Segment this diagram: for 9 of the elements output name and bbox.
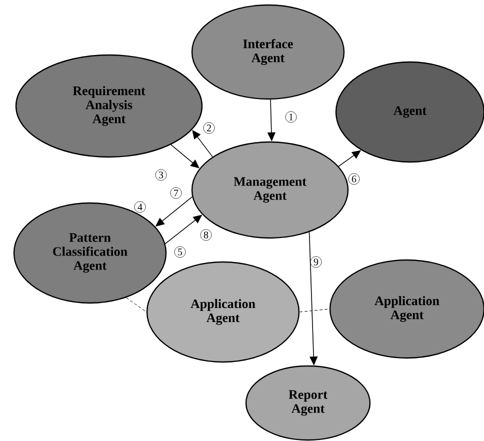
edge-label: 2: [203, 122, 215, 134]
edge-label: 6: [348, 173, 360, 185]
step-number: 8: [200, 229, 212, 241]
edge-label: 4: [134, 201, 146, 213]
edge-label: 5: [174, 246, 186, 258]
edge-label: 1: [285, 111, 297, 123]
edge-label: 3: [155, 169, 167, 181]
step-number: 7: [170, 187, 182, 199]
edge-label: 9: [310, 256, 322, 268]
